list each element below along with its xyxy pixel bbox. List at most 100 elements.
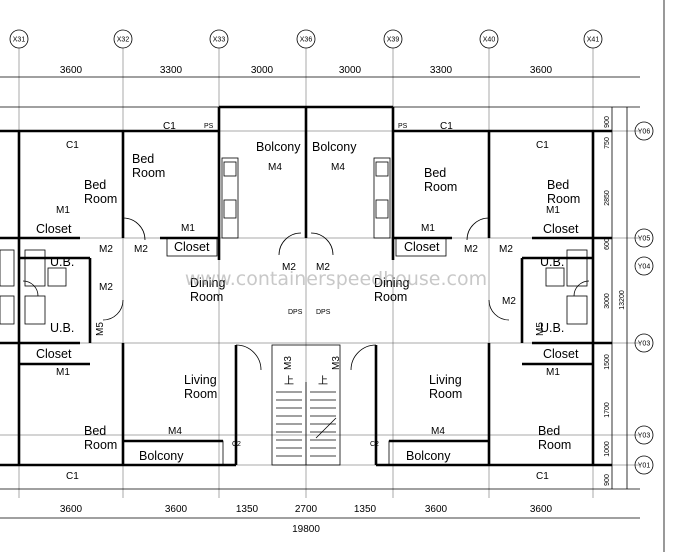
room-label-ub: U.B. bbox=[540, 321, 564, 335]
dim-label: 600 bbox=[604, 238, 611, 250]
room-label-ub: U.B. bbox=[540, 255, 564, 269]
tag-door: M4 bbox=[331, 162, 345, 173]
room-label-bed: Bed bbox=[424, 166, 446, 180]
room-label-closet: Closet bbox=[543, 347, 579, 361]
room-label-closet: Closet bbox=[36, 222, 72, 236]
tag-window: C1 bbox=[66, 471, 79, 482]
axis-label: Y01 bbox=[638, 463, 651, 470]
tag-door: M2 bbox=[134, 244, 148, 255]
room-label-living: Living bbox=[429, 373, 462, 387]
room-label-bed: Room bbox=[538, 438, 571, 452]
tag-window: C2 bbox=[370, 441, 379, 448]
tag-door: M2 bbox=[502, 296, 516, 307]
dim-label: 3600 bbox=[165, 504, 188, 515]
dim-label: 3600 bbox=[60, 65, 83, 76]
dim-label: 3600 bbox=[60, 504, 83, 515]
room-label-dining: Dining bbox=[190, 276, 225, 290]
axis-label: Y03 bbox=[638, 433, 651, 440]
dim-label: 2850 bbox=[604, 190, 611, 206]
dim-label: 3300 bbox=[160, 65, 183, 76]
tag-door: M1 bbox=[546, 367, 560, 378]
tag-door: M4 bbox=[431, 426, 445, 437]
axis-label: X32 bbox=[117, 37, 130, 44]
tag-window: C1 bbox=[66, 140, 79, 151]
dim-label: 1700 bbox=[604, 402, 611, 418]
tag-shaft: PS bbox=[398, 123, 408, 130]
room-label-balcony: Bolcony bbox=[312, 140, 357, 154]
stair-up-mark: 上 bbox=[318, 375, 328, 387]
room-label-living: Living bbox=[184, 373, 217, 387]
dim-label: 1500 bbox=[604, 354, 611, 370]
tag-window: C1 bbox=[536, 471, 549, 482]
room-label-bed: Bed bbox=[84, 178, 106, 192]
room-label-bed: Bed bbox=[538, 424, 560, 438]
axis-label: X39 bbox=[387, 37, 400, 44]
room-labels: Bed Room Bed Room Bed Room Bed Room Bed … bbox=[36, 140, 580, 463]
tag-shaft: DPS bbox=[288, 309, 303, 316]
doors bbox=[22, 217, 590, 371]
bath-fixtures bbox=[0, 249, 588, 325]
axis-label: Y04 bbox=[638, 264, 651, 271]
dim-label: 900 bbox=[604, 116, 611, 128]
dimension-chain-right: 900 750 2850 600 3000 1500 1700 1000 900… bbox=[604, 107, 628, 489]
axis-label: X33 bbox=[213, 37, 226, 44]
tag-door: M2 bbox=[99, 282, 113, 293]
tag-door: M5 bbox=[95, 322, 106, 336]
axis-bubbles-top: X31 X32 X33 X36 X39 X40 X41 bbox=[9, 29, 603, 49]
tag-shaft: DPS bbox=[316, 309, 331, 316]
axis-label: Y06 bbox=[638, 129, 651, 136]
tag-door: M2 bbox=[499, 244, 513, 255]
dim-label: 3000 bbox=[604, 293, 611, 309]
tag-window: C1 bbox=[536, 140, 549, 151]
dim-label: 1000 bbox=[604, 441, 611, 457]
room-label-dining: Dining bbox=[374, 276, 409, 290]
room-label-bed: Bed bbox=[84, 424, 106, 438]
tag-door: M1 bbox=[546, 205, 560, 216]
axis-bubbles-right: Y06 Y05 Y04 Y03 Y03 Y01 bbox=[634, 121, 654, 475]
dim-label: 1350 bbox=[236, 504, 259, 515]
dim-label: 3000 bbox=[339, 65, 362, 76]
room-label-closet: Closet bbox=[174, 240, 210, 254]
room-label-balcony: Bolcony bbox=[256, 140, 301, 154]
room-label-bed: Room bbox=[547, 192, 580, 206]
tag-door: M3 bbox=[283, 356, 294, 370]
dim-label: 3600 bbox=[425, 504, 448, 515]
axis-label: Y05 bbox=[638, 236, 651, 243]
axis-label: X31 bbox=[13, 37, 26, 44]
tag-door: M2 bbox=[464, 244, 478, 255]
tag-door: M1 bbox=[56, 367, 70, 378]
tag-door: M1 bbox=[421, 223, 435, 234]
tag-door: M1 bbox=[181, 223, 195, 234]
room-label-closet: Closet bbox=[36, 347, 72, 361]
room-label-living: Room bbox=[184, 387, 217, 401]
room-label-bed: Bed bbox=[547, 178, 569, 192]
room-label-ub: U.B. bbox=[50, 321, 74, 335]
watermark: www.containerspeedhouse.com bbox=[185, 268, 487, 290]
room-label-balcony: Bolcony bbox=[139, 449, 184, 463]
stair-up-mark: 上 bbox=[284, 375, 294, 387]
tag-door: M4 bbox=[268, 162, 282, 173]
tag-window: C2 bbox=[232, 441, 241, 448]
dim-total: 13200 bbox=[619, 290, 626, 310]
dim-label: 900 bbox=[604, 474, 611, 486]
tag-door: M2 bbox=[282, 262, 296, 273]
room-label-dining: Room bbox=[374, 290, 407, 304]
dim-label: 3000 bbox=[251, 65, 274, 76]
room-label-balcony: Bolcony bbox=[406, 449, 451, 463]
room-label-dining: Room bbox=[190, 290, 223, 304]
tag-window: C1 bbox=[163, 121, 176, 132]
axis-label: X41 bbox=[587, 37, 600, 44]
room-label-closet: Closet bbox=[404, 240, 440, 254]
tag-door: M4 bbox=[168, 426, 182, 437]
dim-label: 2700 bbox=[295, 504, 318, 515]
room-label-ub: U.B. bbox=[50, 255, 74, 269]
tag-door: M2 bbox=[316, 262, 330, 273]
dim-label: 3600 bbox=[530, 65, 553, 76]
room-label-bed: Room bbox=[84, 438, 117, 452]
axis-label: X36 bbox=[300, 37, 313, 44]
dimension-chain-bottom: 3600 3600 1350 2700 1350 3600 3600 19800 bbox=[0, 488, 640, 535]
room-label-bed: Room bbox=[132, 166, 165, 180]
room-label-closet: Closet bbox=[543, 222, 579, 236]
tag-door: M5 bbox=[535, 322, 546, 336]
